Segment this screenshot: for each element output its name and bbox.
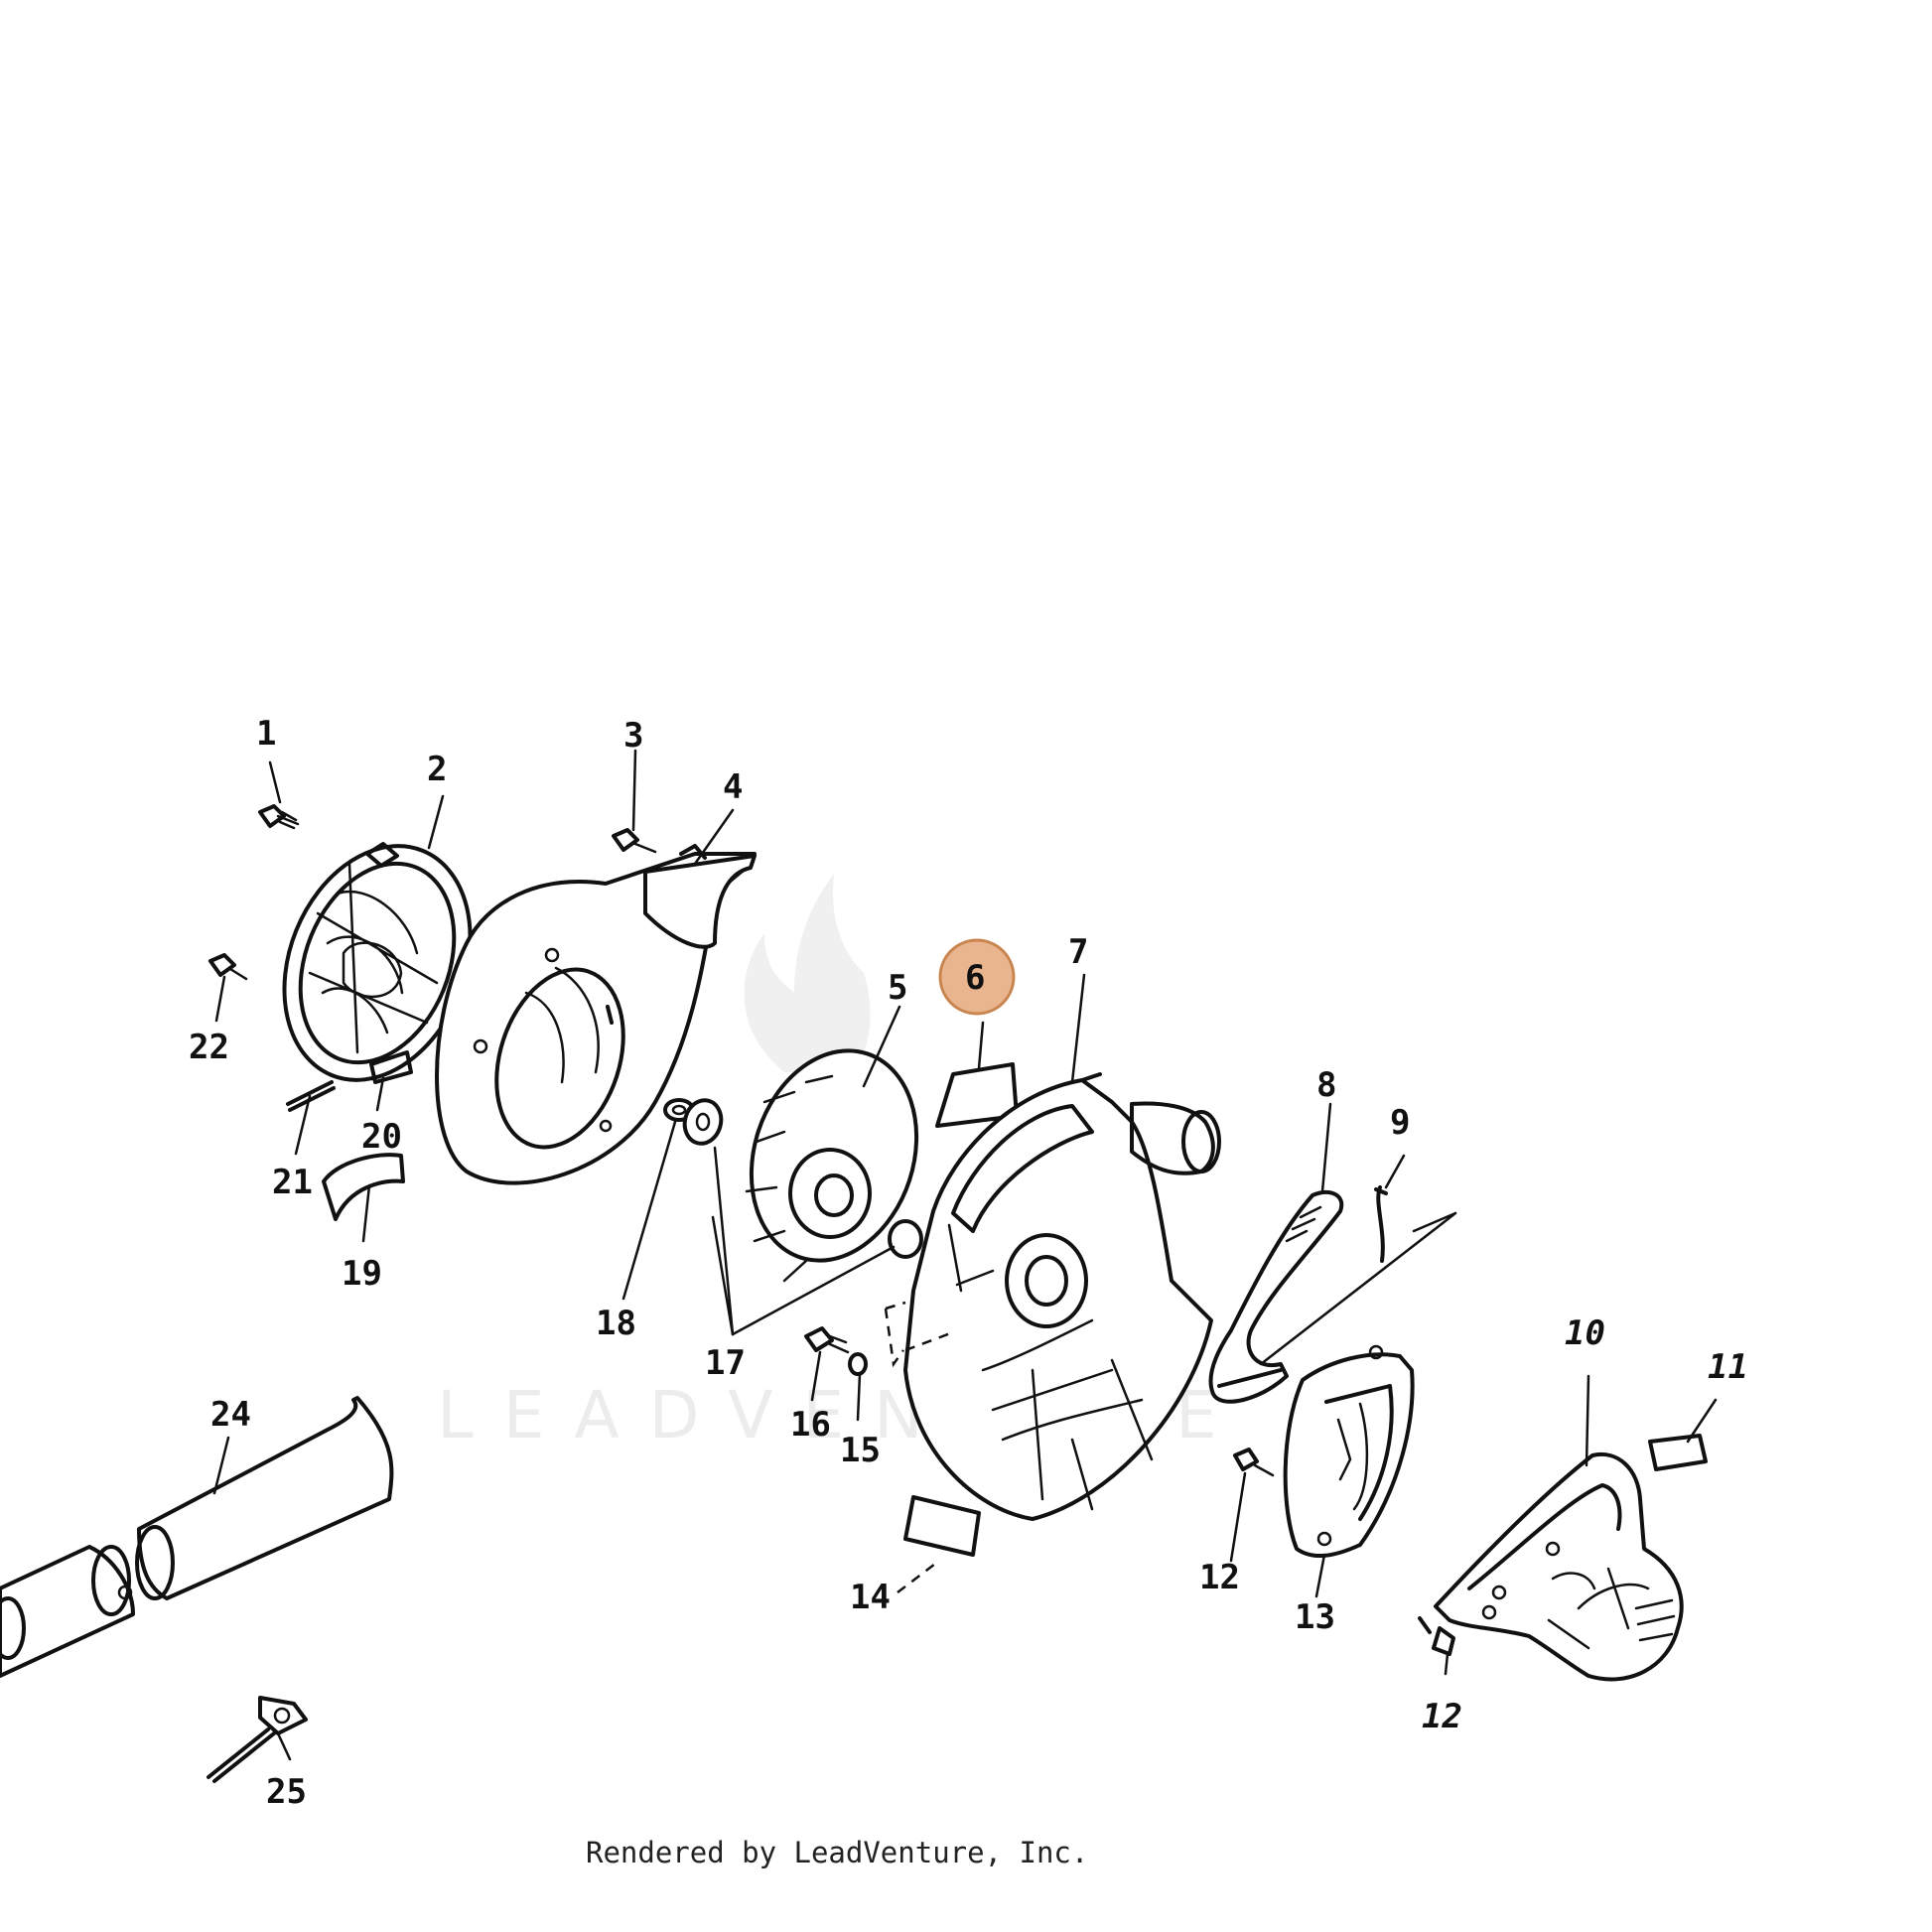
watermark-flame-icon: [744, 874, 871, 1072]
part-8-handle-grip[interactable]: [1208, 1189, 1344, 1404]
callout-3[interactable]: 3: [623, 716, 643, 756]
part-10-throttle-handle[interactable]: [1434, 1451, 1684, 1682]
callout-20[interactable]: 20: [361, 1117, 402, 1157]
callout-13[interactable]: 13: [1295, 1597, 1335, 1637]
part-9-spring[interactable]: [1374, 1185, 1388, 1263]
callout-2[interactable]: 2: [427, 750, 447, 789]
callout-4[interactable]: 4: [723, 767, 743, 807]
part-15-washer[interactable]: [848, 1352, 868, 1376]
callout-10[interactable]: 10: [1565, 1313, 1605, 1353]
part-14-decal[interactable]: [903, 1495, 981, 1557]
part-7-blower-housing[interactable]: [903, 1072, 1221, 1521]
part-12-screw-a[interactable]: [1233, 1448, 1275, 1477]
callout-7[interactable]: 7: [1068, 932, 1088, 972]
part-1-screw[interactable]: [258, 804, 300, 830]
callout-24[interactable]: 24: [210, 1395, 251, 1435]
dashed-outline: [884, 1301, 954, 1368]
footer-credit: Rendered by LeadVenture, Inc.: [586, 1836, 1088, 1869]
leader-20: [375, 1076, 385, 1112]
part-22-screw[interactable]: [208, 953, 248, 981]
callout-18[interactable]: 18: [596, 1304, 636, 1343]
callout-labels: 1 2 3 4 5 6 7 8 9 10 11 12 12 13 14 15 1…: [189, 714, 1748, 1812]
callout-25[interactable]: 25: [266, 1772, 307, 1812]
part-tube-extension[interactable]: [0, 1545, 135, 1678]
part-21-pin[interactable]: [286, 1080, 336, 1112]
part-5-impeller-fan[interactable]: [726, 1030, 943, 1283]
part-12-screw-b[interactable]: [1418, 1616, 1455, 1656]
callout-5[interactable]: 5: [888, 968, 907, 1008]
part-17-washer[interactable]: [680, 1096, 923, 1259]
part-19-rope-handle[interactable]: [322, 1153, 405, 1221]
callout-9[interactable]: 9: [1390, 1103, 1410, 1143]
callout-6[interactable]: 6: [965, 958, 985, 998]
callout-15[interactable]: 15: [840, 1431, 881, 1470]
part-25-bolt[interactable]: [207, 1696, 308, 1783]
callout-17[interactable]: 17: [705, 1343, 746, 1383]
callout-16[interactable]: 16: [790, 1405, 831, 1445]
callout-11[interactable]: 11: [1708, 1347, 1748, 1387]
part-3-screw[interactable]: [612, 828, 657, 854]
callout-21[interactable]: 21: [272, 1163, 313, 1202]
callout-12-lower[interactable]: 12: [1422, 1697, 1462, 1736]
callout-14[interactable]: 14: [850, 1578, 891, 1617]
part-24-blower-tube[interactable]: [135, 1396, 394, 1600]
callout-8[interactable]: 8: [1316, 1065, 1336, 1105]
callout-1[interactable]: 1: [256, 714, 276, 754]
part-4-blower-housing-cover[interactable]: [435, 844, 757, 1185]
callout-19[interactable]: 19: [342, 1254, 382, 1294]
callout-6-highlight: [938, 938, 1016, 1016]
callout-22[interactable]: 22: [189, 1028, 229, 1067]
leader-14-dashed: [897, 1560, 940, 1593]
leader-lines: [212, 749, 1718, 1761]
part-16-screw[interactable]: [804, 1326, 850, 1354]
callout-12-upper[interactable]: 12: [1199, 1558, 1240, 1597]
part-13-throttle-cover[interactable]: [1283, 1344, 1415, 1559]
part-11-decal[interactable]: [1648, 1434, 1708, 1471]
